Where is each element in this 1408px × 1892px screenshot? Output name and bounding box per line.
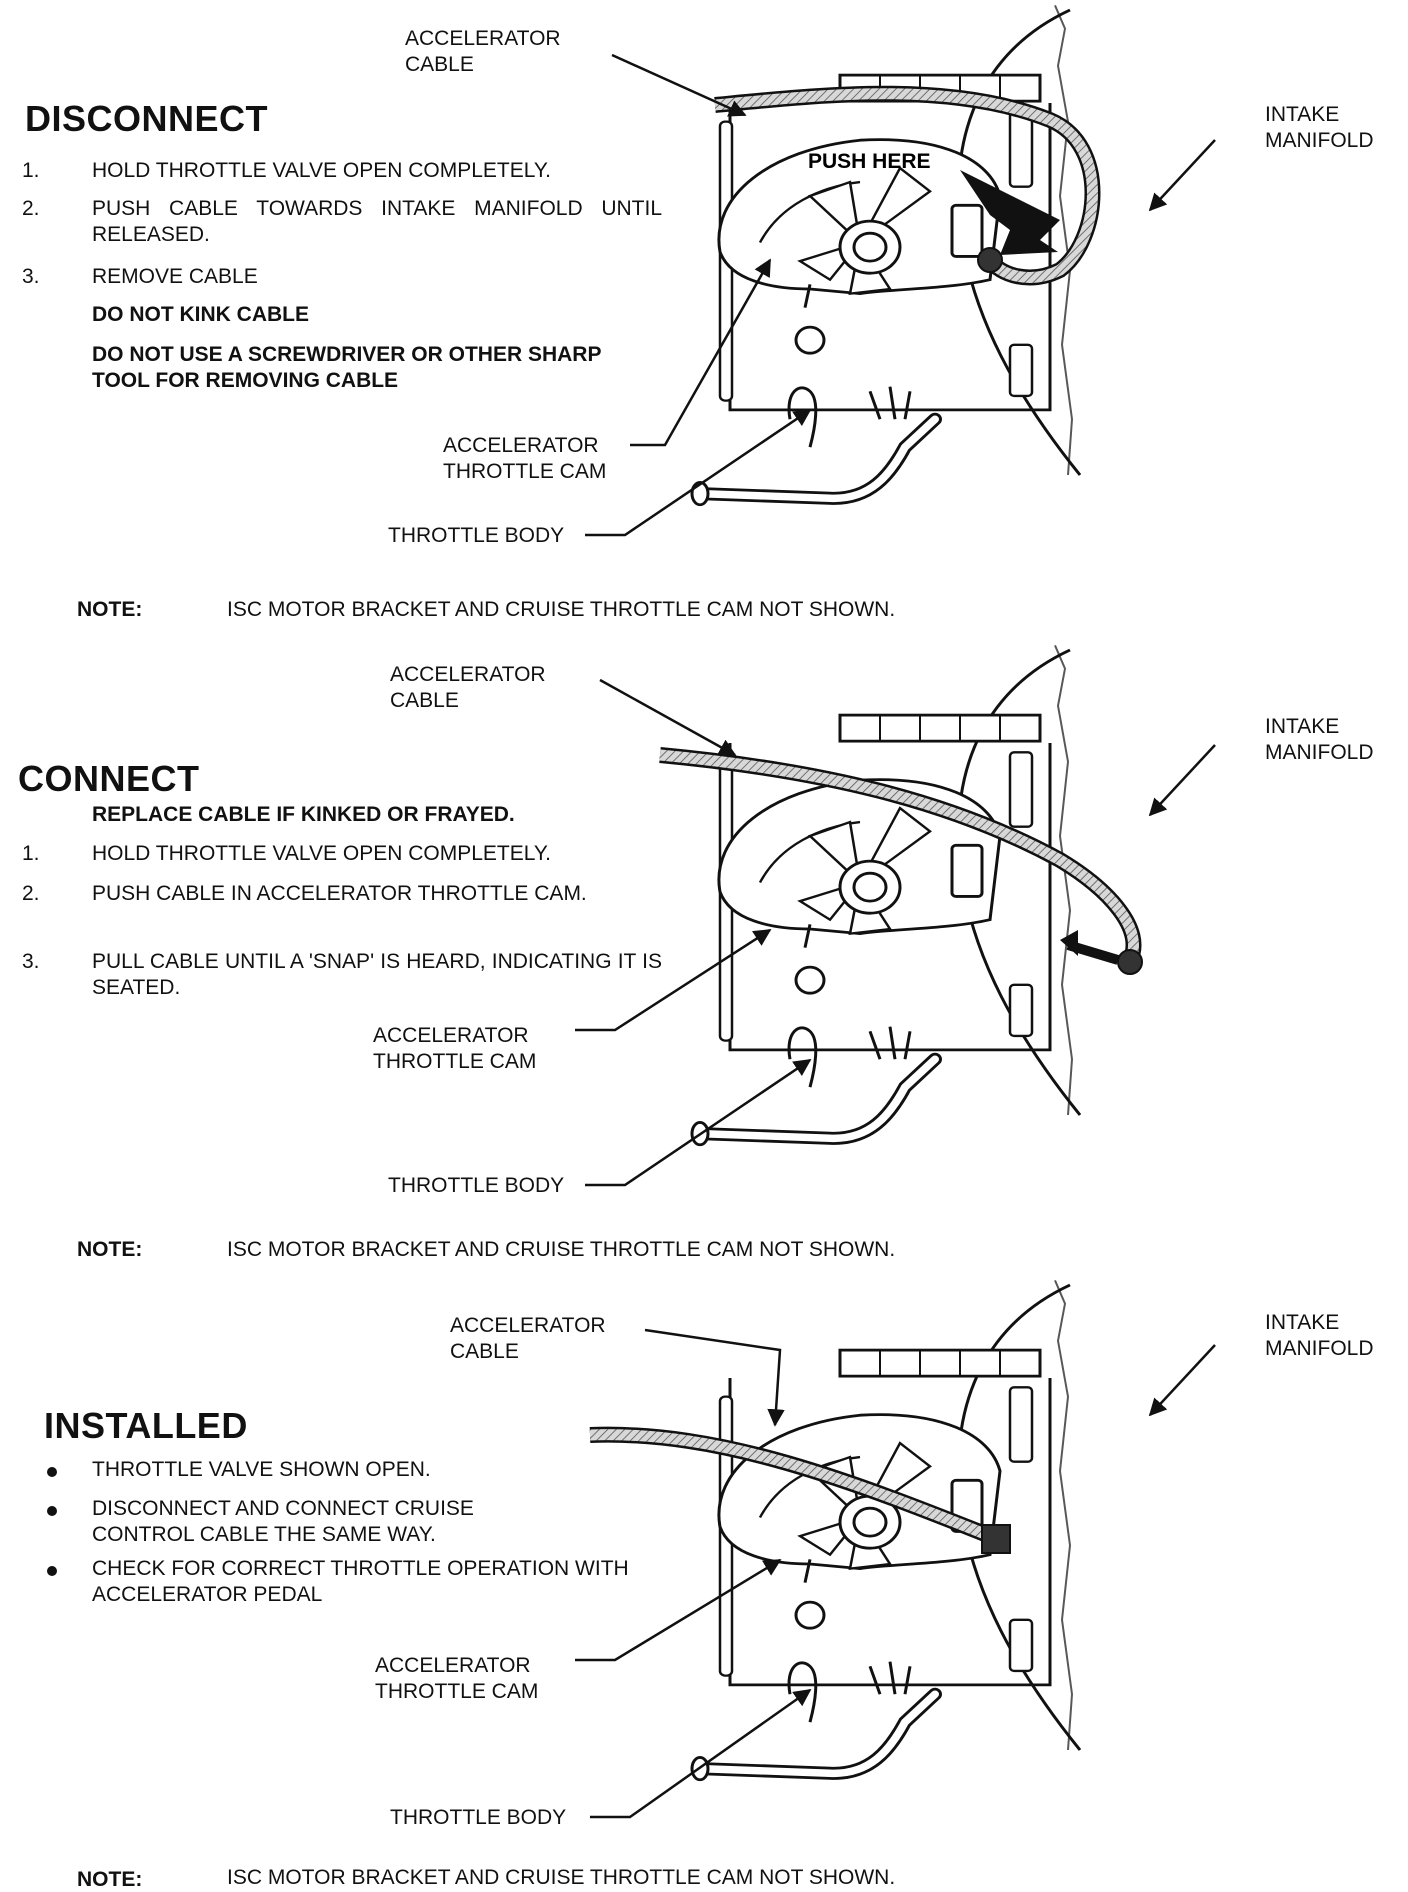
bullet-dot	[47, 1566, 57, 1576]
throttle-body-label: THROTTLE BODY	[390, 1806, 567, 1829]
bullet-dot	[47, 1467, 57, 1477]
push-here-label: PUSH HERE	[808, 150, 931, 173]
step-text: PULL CABLE UNTIL A 'SNAP' IS HEARD, INDI…	[92, 950, 662, 999]
step-number: 3.	[22, 265, 40, 288]
installed-bullet: THROTTLE VALVE SHOWN OPEN.	[92, 1458, 431, 1481]
note-label: NOTE:	[77, 598, 143, 621]
installed-illustration	[575, 1280, 1216, 1819]
step-text: PUSH CABLE IN ACCELERATOR THROTTLE CAM.	[92, 882, 587, 905]
step-number: 1.	[22, 159, 40, 182]
accelerator-cable-label: ACCELERATOR CABLE	[390, 663, 546, 712]
intake-manifold-label: INTAKE MANIFOLD	[1265, 715, 1374, 764]
disconnect-heading: DISCONNECT	[25, 98, 269, 139]
accelerator-cable-label: ACCELERATOR CABLE	[450, 1314, 606, 1363]
note-label: NOTE:	[77, 1238, 143, 1261]
throttle-cam-label: ACCELERATOR THROTTLE CAM	[375, 1654, 539, 1703]
throttle-cam-label: ACCELERATOR THROTTLE CAM	[373, 1024, 537, 1073]
installed-heading: INSTALLED	[44, 1405, 248, 1446]
connect-intro: REPLACE CABLE IF KINKED OR FRAYED.	[92, 803, 515, 826]
step-number: 2.	[22, 197, 40, 220]
disconnect-warning-kink: DO NOT KINK CABLE	[92, 303, 309, 326]
step-number: 3.	[22, 950, 40, 973]
note-label: NOTE:	[77, 1868, 143, 1891]
throttle-body-label: THROTTLE BODY	[388, 524, 565, 547]
bullet-dot	[47, 1506, 57, 1516]
connect-heading: CONNECT	[18, 758, 200, 799]
disconnect-illustration: PUSH HERE	[585, 5, 1216, 537]
step-number: 2.	[22, 882, 40, 905]
step-text: PUSH CABLE TOWARDS INTAKE MANIFOLD UNTIL…	[92, 197, 662, 246]
step-text: HOLD THROTTLE VALVE OPEN COMPLETELY.	[92, 842, 552, 865]
intake-manifold-label: INTAKE MANIFOLD	[1265, 103, 1374, 152]
step-text: REMOVE CABLE	[92, 265, 258, 288]
installed-bullet: DISCONNECT AND CONNECT CRUISE CONTROL CA…	[92, 1497, 474, 1546]
throttle-cam-label: ACCELERATOR THROTTLE CAM	[443, 434, 607, 483]
accelerator-cable-label: ACCELERATOR CABLE	[405, 27, 561, 76]
installed-bullet: CHECK FOR CORRECT THROTTLE OPERATION WIT…	[92, 1557, 629, 1606]
intake-manifold-label: INTAKE MANIFOLD	[1265, 1311, 1374, 1360]
step-number: 1.	[22, 842, 40, 865]
disconnect-warning-tool: DO NOT USE A SCREWDRIVER OR OTHER SHARP …	[92, 343, 602, 392]
note-text: ISC MOTOR BRACKET AND CRUISE THROTTLE CA…	[227, 1238, 896, 1261]
note-text: ISC MOTOR BRACKET AND CRUISE THROTTLE CA…	[227, 1866, 896, 1889]
connect-illustration	[575, 645, 1216, 1187]
throttle-body-label: THROTTLE BODY	[388, 1174, 565, 1197]
step-text: HOLD THROTTLE VALVE OPEN COMPLETELY.	[92, 159, 552, 182]
note-text: ISC MOTOR BRACKET AND CRUISE THROTTLE CA…	[227, 598, 896, 621]
